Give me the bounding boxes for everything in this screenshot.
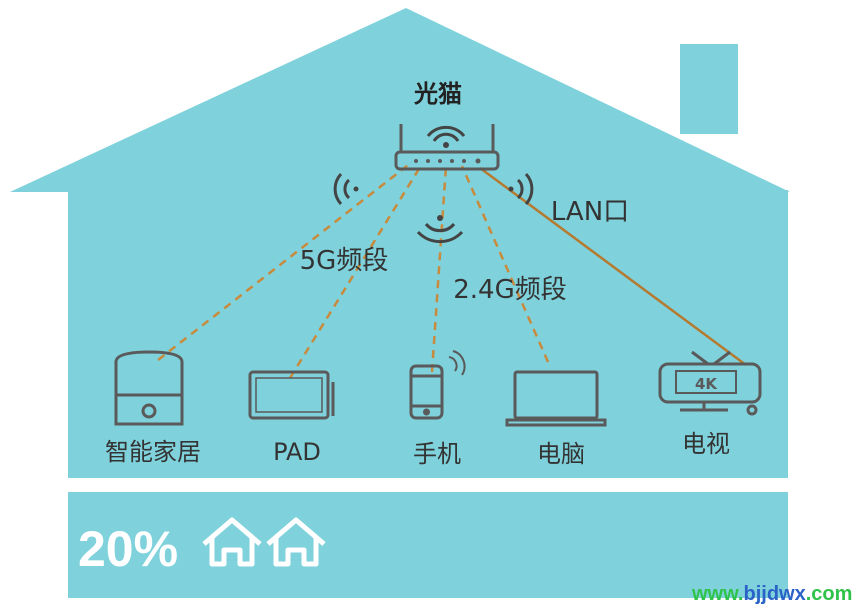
house-foundation — [68, 492, 788, 598]
phone-icon — [409, 350, 466, 420]
house-outline-icon-2 — [266, 517, 326, 567]
wifi-signal-right-icon — [508, 172, 534, 206]
house-background — [10, 8, 790, 598]
watermark-name: bjjdwx — [743, 583, 805, 605]
device-label-computer: 电脑 — [537, 440, 585, 468]
house-outline-icon-1 — [202, 517, 262, 567]
house-wall — [68, 190, 788, 478]
link-phone — [430, 165, 448, 373]
percent-value: 20% — [78, 521, 178, 577]
house-roof — [10, 8, 790, 192]
laptop-icon — [505, 370, 607, 427]
watermark-prefix: www. — [691, 583, 743, 605]
device-label-tv: 电视 — [682, 430, 730, 458]
tv-icon: 4K — [658, 350, 762, 416]
smart-speaker-icon — [114, 350, 184, 426]
watermark-suffix: .com — [806, 583, 853, 605]
svg-text:www.bjjdwx.com: www.bjjdwx.com — [691, 583, 852, 605]
link-smart-home — [157, 161, 413, 361]
tablet-icon — [248, 370, 335, 420]
device-label-pad: PAD — [273, 438, 321, 466]
band-5g-label: 5G频段 — [300, 246, 389, 276]
lan-port-label: LAN口 — [551, 197, 629, 227]
tv-4k-badge: 4K — [695, 375, 718, 393]
band-24g-label: 2.4G频段 — [453, 275, 567, 305]
device-label-smart-home: 智能家居 — [105, 438, 201, 466]
router-label: 光猫 — [413, 80, 462, 108]
chimney — [680, 44, 738, 134]
device-label-phone: 手机 — [413, 440, 461, 468]
link-computer — [460, 165, 550, 363]
wifi-router-icon — [394, 124, 500, 171]
connection-lines — [157, 161, 747, 379]
wifi-signal-center-icon — [416, 215, 464, 244]
link-tv-wired — [479, 166, 747, 367]
watermark: www.bjjdwx.com — [691, 583, 852, 605]
wifi-signal-left-icon — [333, 172, 359, 206]
